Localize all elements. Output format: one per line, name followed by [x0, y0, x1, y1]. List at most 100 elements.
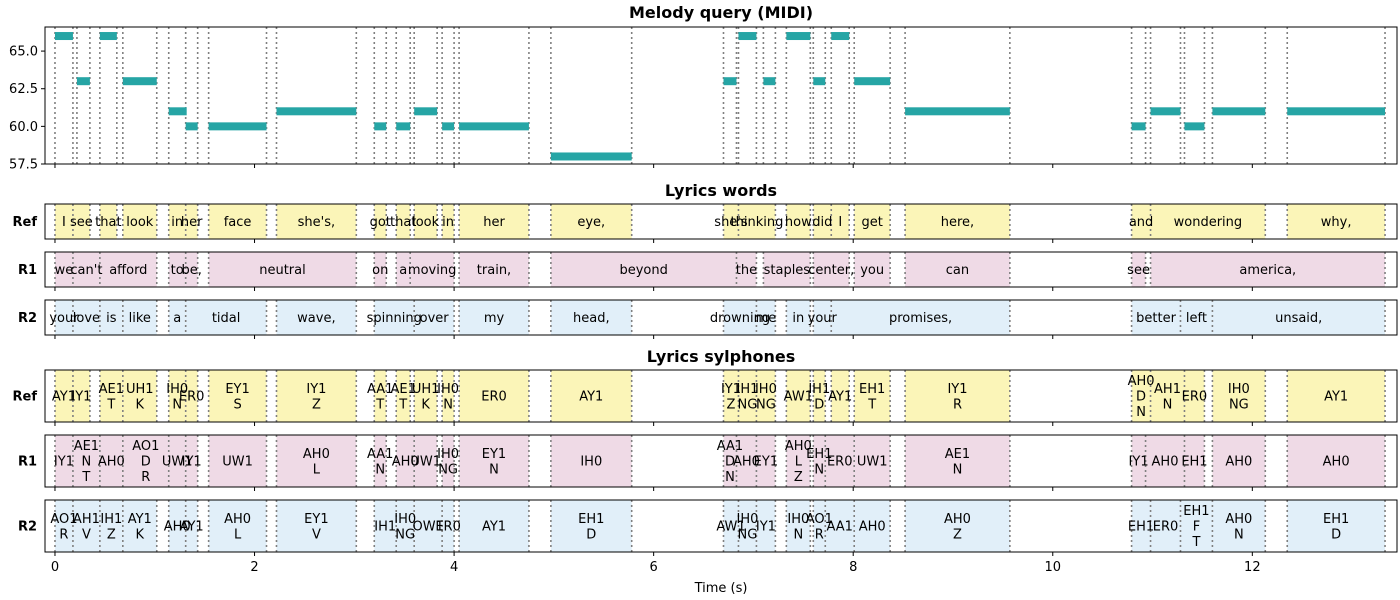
words-segment-label: her [181, 215, 203, 230]
sylphones-segment [185, 370, 198, 422]
sylphones-segment [1131, 435, 1146, 487]
melody-note-bar [54, 32, 73, 41]
words-segment-label: head, [573, 311, 610, 326]
sylphones-segment [459, 370, 529, 422]
words-segment [763, 252, 811, 287]
words-segment-label: is [106, 311, 117, 326]
sylphones-segment-label: ER0 [481, 390, 507, 405]
melody-panel-frame [44, 26, 1398, 165]
sylphones-segment [1212, 500, 1266, 552]
words-segment-label: you [860, 263, 884, 278]
words-segment [168, 204, 186, 239]
sylphones-segment [168, 500, 186, 552]
sylphones-segment [276, 435, 357, 487]
sylphones-segment-label: ER0 [435, 520, 461, 535]
words-segment-label: thinking [731, 215, 784, 230]
words-segment [854, 204, 891, 239]
words-segment [723, 300, 757, 335]
sylphones-segment [738, 500, 757, 552]
sylphones-segment [831, 370, 850, 422]
words-segment-label: can [946, 263, 969, 278]
sylphones-segment-label: AA1 [827, 520, 853, 535]
sylphones-segment [1131, 500, 1151, 552]
sylphones-segment-label: AH0 [1152, 455, 1179, 470]
sylphones-segment [122, 435, 169, 487]
melody-note-bar [738, 32, 757, 41]
sylphones-segment [414, 500, 443, 552]
words-segment-label: my [484, 311, 505, 326]
sylphones-segment [185, 435, 198, 487]
sylphones-segment [442, 370, 455, 422]
sylphones-segment-label: UW1 [222, 455, 253, 470]
sylphones-segment [1150, 370, 1185, 422]
melody-panel-title: Melody query (MIDI) [629, 3, 813, 22]
words-row-frame [44, 299, 1398, 336]
sylphones-segment [459, 500, 529, 552]
melody-note-bar [99, 32, 117, 41]
words-segment-label: train, [477, 263, 511, 278]
words-segment-label: did [812, 215, 832, 230]
words-segment [459, 300, 529, 335]
melody-note-bar [1184, 122, 1205, 131]
melody-note-bar [1212, 107, 1266, 116]
words-segment [122, 204, 157, 239]
melody-note-bar [763, 77, 776, 86]
words-segment-label: why, [1321, 215, 1352, 230]
sylphones-segment-label: ER0 [827, 455, 853, 470]
sylphones-segment [208, 500, 267, 552]
sylphones-segment [813, 370, 826, 422]
sylphones-segment-label: ER0 [1153, 520, 1179, 535]
words-segment-label: over [420, 311, 450, 326]
words-segment-label: I [838, 215, 842, 230]
words-segment-label: afford [109, 263, 147, 278]
sylphones-row-frame [44, 499, 1398, 553]
sylphones-segment [550, 370, 632, 422]
melody-note-bar [1150, 107, 1181, 116]
words-segment-label: on [372, 263, 388, 278]
sylphones-segment [723, 370, 739, 422]
sylphones-segment [54, 435, 73, 487]
words-segment [905, 204, 1010, 239]
sylphones-segment-label: AH0 [859, 520, 886, 535]
words-segment-label: and [1129, 215, 1153, 230]
sylphones-segment [1212, 435, 1266, 487]
words-segment-label: look [126, 215, 154, 230]
sylphones-segment [723, 435, 737, 487]
sylphones-segment [99, 500, 123, 552]
sylphones-segment [54, 370, 73, 422]
melody-note-bar [208, 122, 267, 131]
words-segment-label: wondering [1174, 215, 1243, 230]
sylphones-segment [1287, 435, 1386, 487]
words-segment [550, 300, 632, 335]
words-segment [736, 252, 757, 287]
sylphones-segment [374, 435, 387, 487]
words-segment-label: that [95, 215, 121, 230]
sylphones-row-frame [44, 434, 1398, 488]
sylphones-segment [72, 500, 100, 552]
sylphones-segment [825, 500, 855, 552]
words-segment [54, 300, 73, 335]
words-segment-label: me [756, 311, 777, 326]
melody-note-bar [276, 107, 357, 116]
sylphones-segment-label: AH0 [1323, 455, 1350, 470]
melody-note-bar [786, 32, 811, 41]
sylphones-segment [736, 435, 757, 487]
words-segment [414, 300, 455, 335]
sylphones-segment [276, 370, 357, 422]
